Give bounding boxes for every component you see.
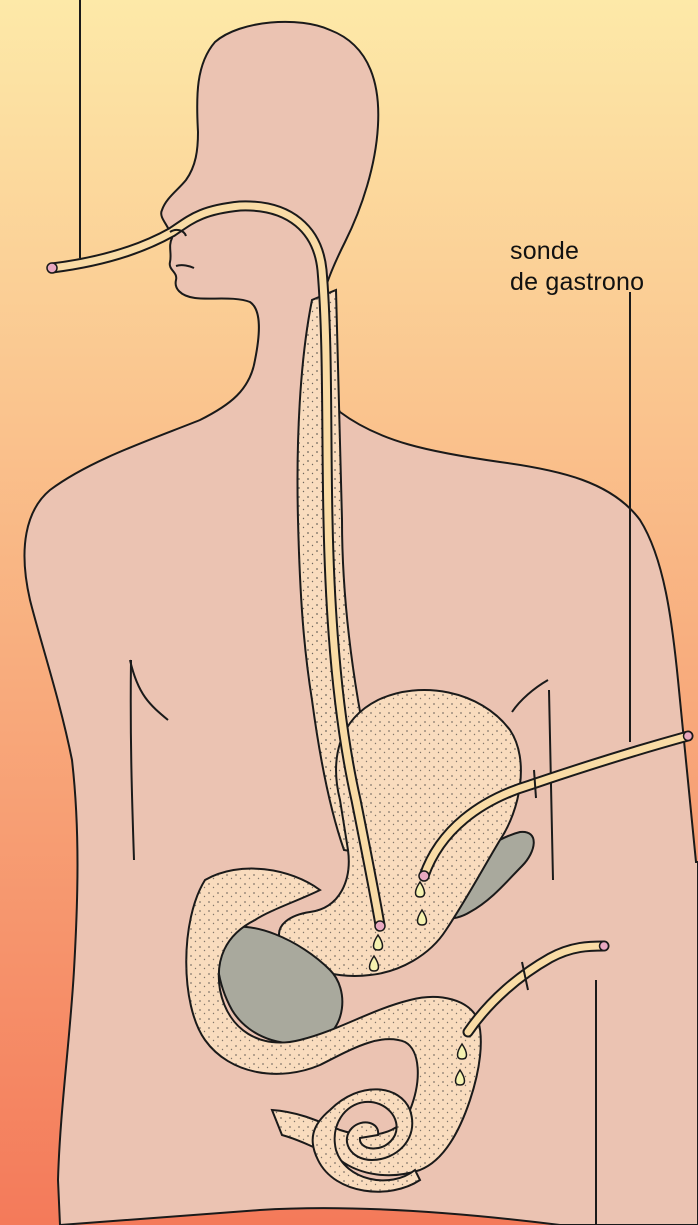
gastrostomy-label-line1: sonde [510, 236, 644, 267]
gastrostomy-tube-tip [419, 871, 429, 881]
gastrostomy-tube-end [684, 732, 693, 741]
jejunostomy-tube-end [600, 942, 609, 951]
nasogastric-tube-tip [375, 921, 385, 931]
gastrostomy-tube-label: sonde de gastrono [510, 236, 644, 298]
gastrostomy-label-line2: de gastrono [510, 267, 644, 298]
nasogastric-tube-end [47, 263, 57, 273]
